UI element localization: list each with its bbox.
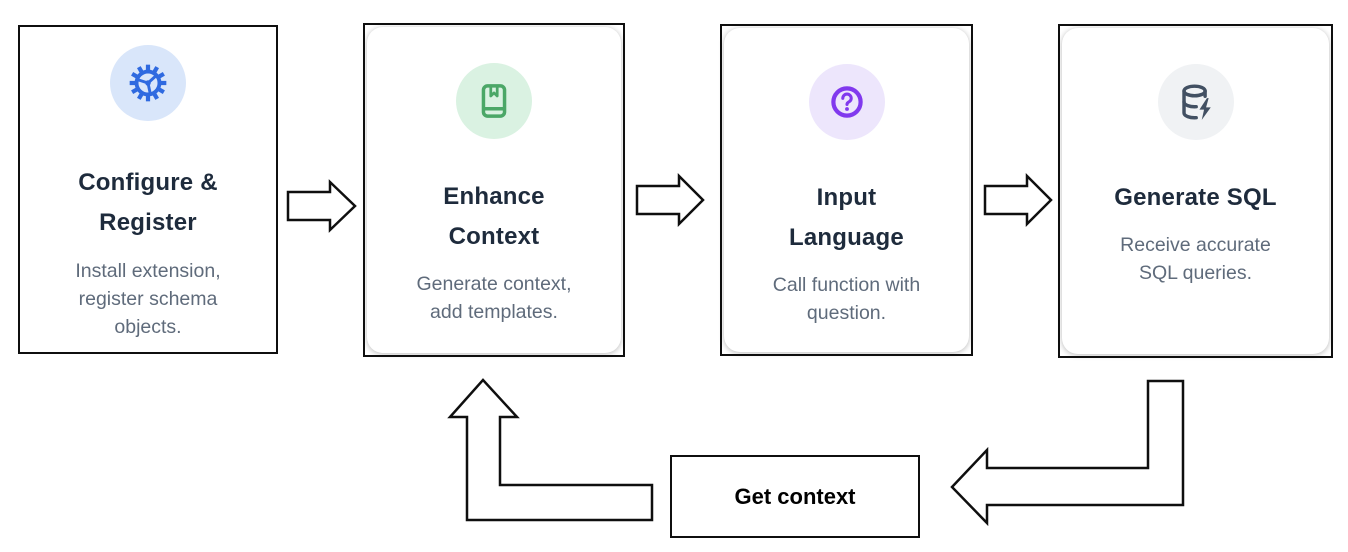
loop-arrow-down-from-generate-sql [950, 379, 1185, 527]
card-panel: Input Language Call function with questi… [724, 28, 969, 352]
database-bolt-icon [1181, 84, 1211, 120]
desc-line: Generate context, [416, 273, 572, 295]
desc-line: SQL queries. [1138, 262, 1253, 284]
title-line: Input [816, 184, 877, 211]
step-card-enhance-context: Enhance Context Generate context, add te… [363, 23, 625, 357]
icon-badge [808, 64, 885, 140]
step-card-generate-sql: Generate SQL Receive accurate SQL querie… [1058, 24, 1333, 358]
desc-line: register schema [78, 288, 218, 310]
step-title: Generate SQL [1114, 178, 1276, 218]
step-description: Install extension, register schema objec… [75, 257, 220, 341]
icon-badge [1157, 64, 1234, 140]
arrow-step3-to-step4 [983, 172, 1053, 228]
title-line: Language [789, 224, 904, 251]
desc-line: objects. [114, 316, 182, 338]
step-title: Configure & Register [78, 163, 218, 243]
desc-line: add templates. [430, 301, 558, 323]
step-title: Input Language [789, 178, 904, 258]
title-line: Enhance [443, 183, 545, 210]
book-icon [481, 84, 507, 118]
step-card-configure-register: Configure & Register Install extension, … [18, 25, 278, 354]
get-context-box: Get context [670, 455, 920, 538]
desc-line: question. [806, 302, 887, 324]
arrow-step2-to-step3 [635, 172, 705, 228]
step-card-input-language: Input Language Call function with questi… [720, 24, 973, 356]
card-panel: Configure & Register Install extension, … [22, 29, 274, 350]
icon-badge [456, 63, 532, 139]
title-line: Generate SQL [1114, 184, 1277, 211]
step-title: Enhance Context [443, 177, 544, 257]
step-description: Call function with question. [773, 271, 920, 327]
step-description: Receive accurate SQL queries. [1120, 231, 1271, 287]
title-line: Register [99, 209, 197, 236]
desc-line: Install extension, [75, 260, 221, 282]
title-line: Configure & [78, 169, 218, 196]
step-description: Generate context, add templates. [416, 270, 571, 326]
icon-badge [110, 45, 186, 121]
card-panel: Enhance Context Generate context, add te… [367, 27, 621, 353]
loop-arrow-up-to-enhance-context [447, 378, 654, 522]
get-context-label: Get context [734, 483, 856, 509]
desc-line: Receive accurate [1120, 234, 1271, 256]
question-icon [830, 86, 863, 118]
arrow-step1-to-step2 [286, 179, 357, 233]
card-panel: Generate SQL Receive accurate SQL querie… [1062, 28, 1329, 354]
gear-icon [129, 64, 167, 102]
desc-line: Call function with [772, 274, 921, 296]
title-line: Context [448, 223, 540, 250]
